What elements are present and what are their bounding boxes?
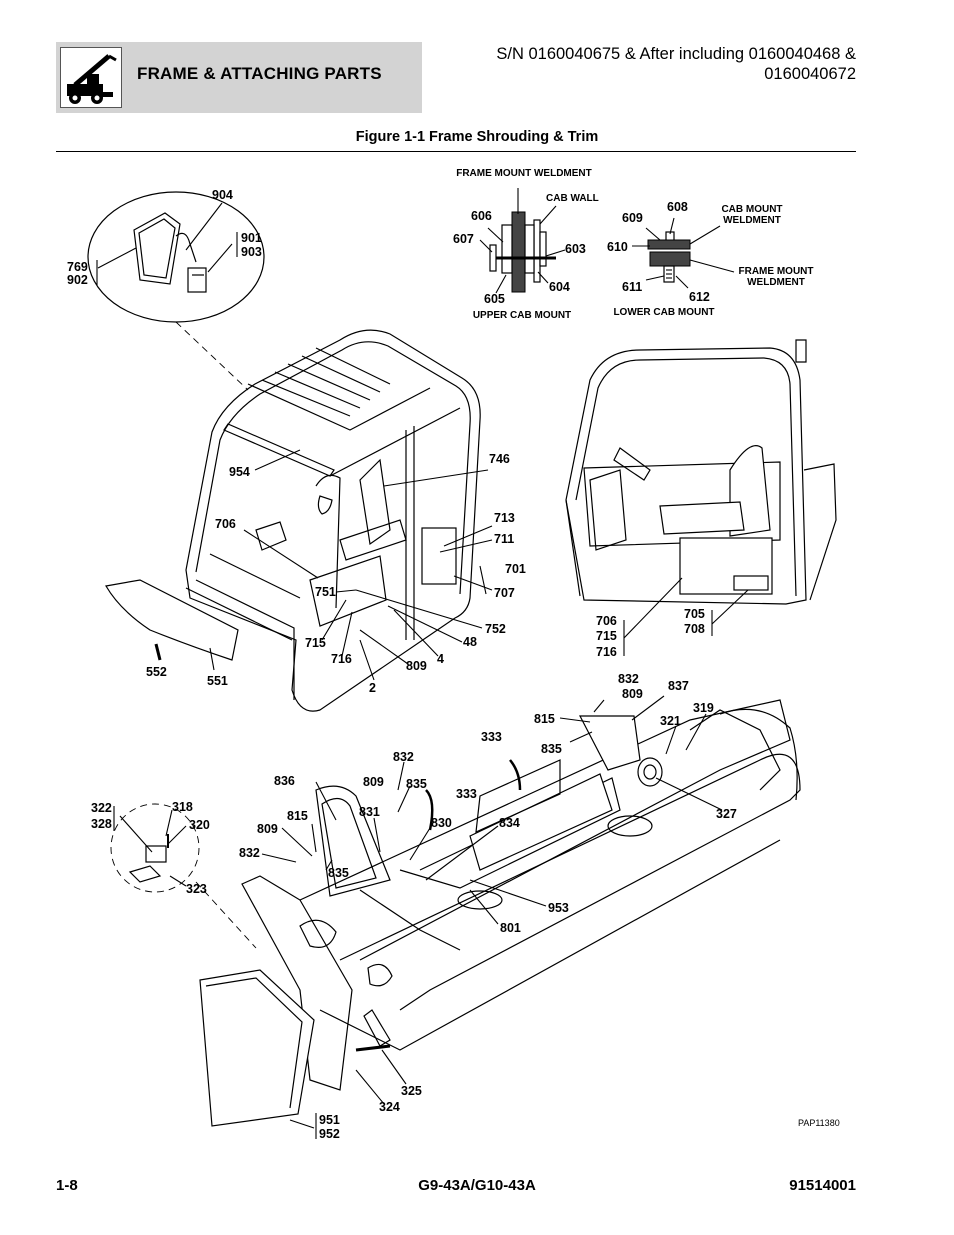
- cab-wall-label: CAB WALL: [546, 193, 599, 204]
- callout-801: 801: [500, 921, 521, 935]
- callout-333-top: 333: [481, 730, 502, 744]
- callout-835-mid: 835: [406, 777, 427, 791]
- callout-835-left: 835: [328, 866, 349, 880]
- callout-610: 610: [607, 240, 628, 254]
- cab-mount-weldment-label-2: WELDMENT: [723, 215, 781, 226]
- callout-901: 901: [241, 231, 262, 245]
- frame-mount-weldment2-label-1: FRAME MOUNT: [739, 266, 814, 277]
- callout-327: 327: [716, 807, 737, 821]
- callout-701: 701: [505, 562, 526, 576]
- callout-2: 2: [369, 681, 376, 695]
- callout-604: 604: [549, 280, 570, 294]
- callout-706-side: 706: [596, 614, 617, 628]
- document-number: 91514001: [789, 1177, 856, 1194]
- callout-713: 713: [494, 511, 515, 525]
- front-shroud-part: [199, 969, 315, 1127]
- cab-side-view: [565, 339, 837, 605]
- callout-752: 752: [485, 622, 506, 636]
- callout-815-mid: 815: [287, 809, 308, 823]
- mirror-detail-circle: [87, 191, 265, 323]
- callout-904: 904: [212, 188, 233, 202]
- page-number: 1-8: [56, 1177, 78, 1194]
- header-rule: [56, 151, 856, 152]
- serial-line-2: 0160040672: [764, 65, 856, 83]
- lower-cab-mount-part: [647, 231, 691, 283]
- callout-552: 552: [146, 665, 167, 679]
- figure-title: Figure 1-1 Frame Shrouding & Trim: [355, 129, 599, 145]
- callout-609: 609: [622, 211, 643, 225]
- callout-715: 715: [305, 636, 326, 650]
- model-number: G9-43A/G10-43A: [418, 1177, 536, 1194]
- serial-range: S/N 0160040675 & After including 0160040…: [440, 44, 856, 84]
- serial-line-1: S/N 0160040675 & After including 0160040…: [496, 45, 856, 63]
- callout-809-mid: 809: [363, 775, 384, 789]
- callout-605: 605: [484, 292, 505, 306]
- callout-612: 612: [689, 290, 710, 304]
- callout-707: 707: [494, 586, 515, 600]
- frame-mount-weldment2-label-2: WELDMENT: [747, 277, 805, 288]
- callout-608: 608: [667, 200, 688, 214]
- callout-319: 319: [693, 701, 714, 715]
- callout-769: 769: [67, 260, 88, 274]
- section-title: FRAME & ATTACHING PARTS: [137, 64, 382, 83]
- cab-mount-weldment-label-1: CAB MOUNT: [721, 204, 782, 215]
- callout-708: 708: [684, 622, 705, 636]
- callout-603: 603: [565, 242, 586, 256]
- callout-705: 705: [684, 607, 705, 621]
- callout-809-left: 809: [257, 822, 278, 836]
- callout-834: 834: [499, 816, 520, 830]
- upper-cab-mount-label: UPPER CAB MOUNT: [473, 310, 571, 321]
- upper-cab-mount-part: [489, 211, 556, 293]
- callout-323: 323: [186, 882, 207, 896]
- cab-structure: [185, 329, 481, 712]
- callout-706: 706: [215, 517, 236, 531]
- callout-711: 711: [494, 532, 514, 546]
- callout-835-top: 835: [541, 742, 562, 756]
- callout-809-cab: 809: [406, 659, 427, 673]
- callout-837: 837: [668, 679, 689, 693]
- callout-815-top: 815: [534, 712, 555, 726]
- callout-902: 902: [67, 273, 88, 287]
- callout-951: 951: [319, 1113, 340, 1127]
- callout-832-mid: 832: [393, 750, 414, 764]
- drawing-id: PAP11380: [798, 1118, 840, 1128]
- callout-831: 831: [359, 805, 380, 819]
- callout-952: 952: [319, 1127, 340, 1141]
- chassis-frame: [241, 699, 801, 1091]
- floor-shroud-part: [105, 579, 239, 661]
- callout-325: 325: [401, 1084, 422, 1098]
- cab-mount-detail: [110, 803, 200, 893]
- callout-4: 4: [437, 652, 444, 666]
- lower-cab-mount-label: LOWER CAB MOUNT: [613, 307, 714, 318]
- callout-832-left: 832: [239, 846, 260, 860]
- callout-324: 324: [379, 1100, 400, 1114]
- callout-318: 318: [172, 800, 193, 814]
- callout-321: 321: [660, 714, 681, 728]
- callout-751: 751: [315, 585, 336, 599]
- frame-mount-weldment-label: FRAME MOUNT WELDMENT: [456, 168, 592, 179]
- callout-322: 322: [91, 801, 112, 815]
- callout-611: 611: [622, 280, 642, 294]
- callout-328: 328: [91, 817, 112, 831]
- mirror-part: [133, 212, 207, 293]
- callout-836: 836: [274, 774, 295, 788]
- callout-954: 954: [229, 465, 250, 479]
- callout-716: 716: [331, 652, 352, 666]
- callout-832-top: 832: [618, 672, 639, 686]
- callout-606: 606: [471, 209, 492, 223]
- callout-607: 607: [453, 232, 474, 246]
- callout-746: 746: [489, 452, 510, 466]
- callout-903: 903: [241, 245, 262, 259]
- callout-830: 830: [431, 816, 452, 830]
- callout-320: 320: [189, 818, 210, 832]
- callout-953: 953: [548, 901, 569, 915]
- callout-48: 48: [463, 635, 477, 649]
- callout-809-top: 809: [622, 687, 643, 701]
- telehandler-icon: [60, 47, 122, 108]
- callout-551: 551: [207, 674, 228, 688]
- callout-716-side: 716: [596, 645, 617, 659]
- callout-333-mid: 333: [456, 787, 477, 801]
- callout-715-side: 715: [596, 629, 617, 643]
